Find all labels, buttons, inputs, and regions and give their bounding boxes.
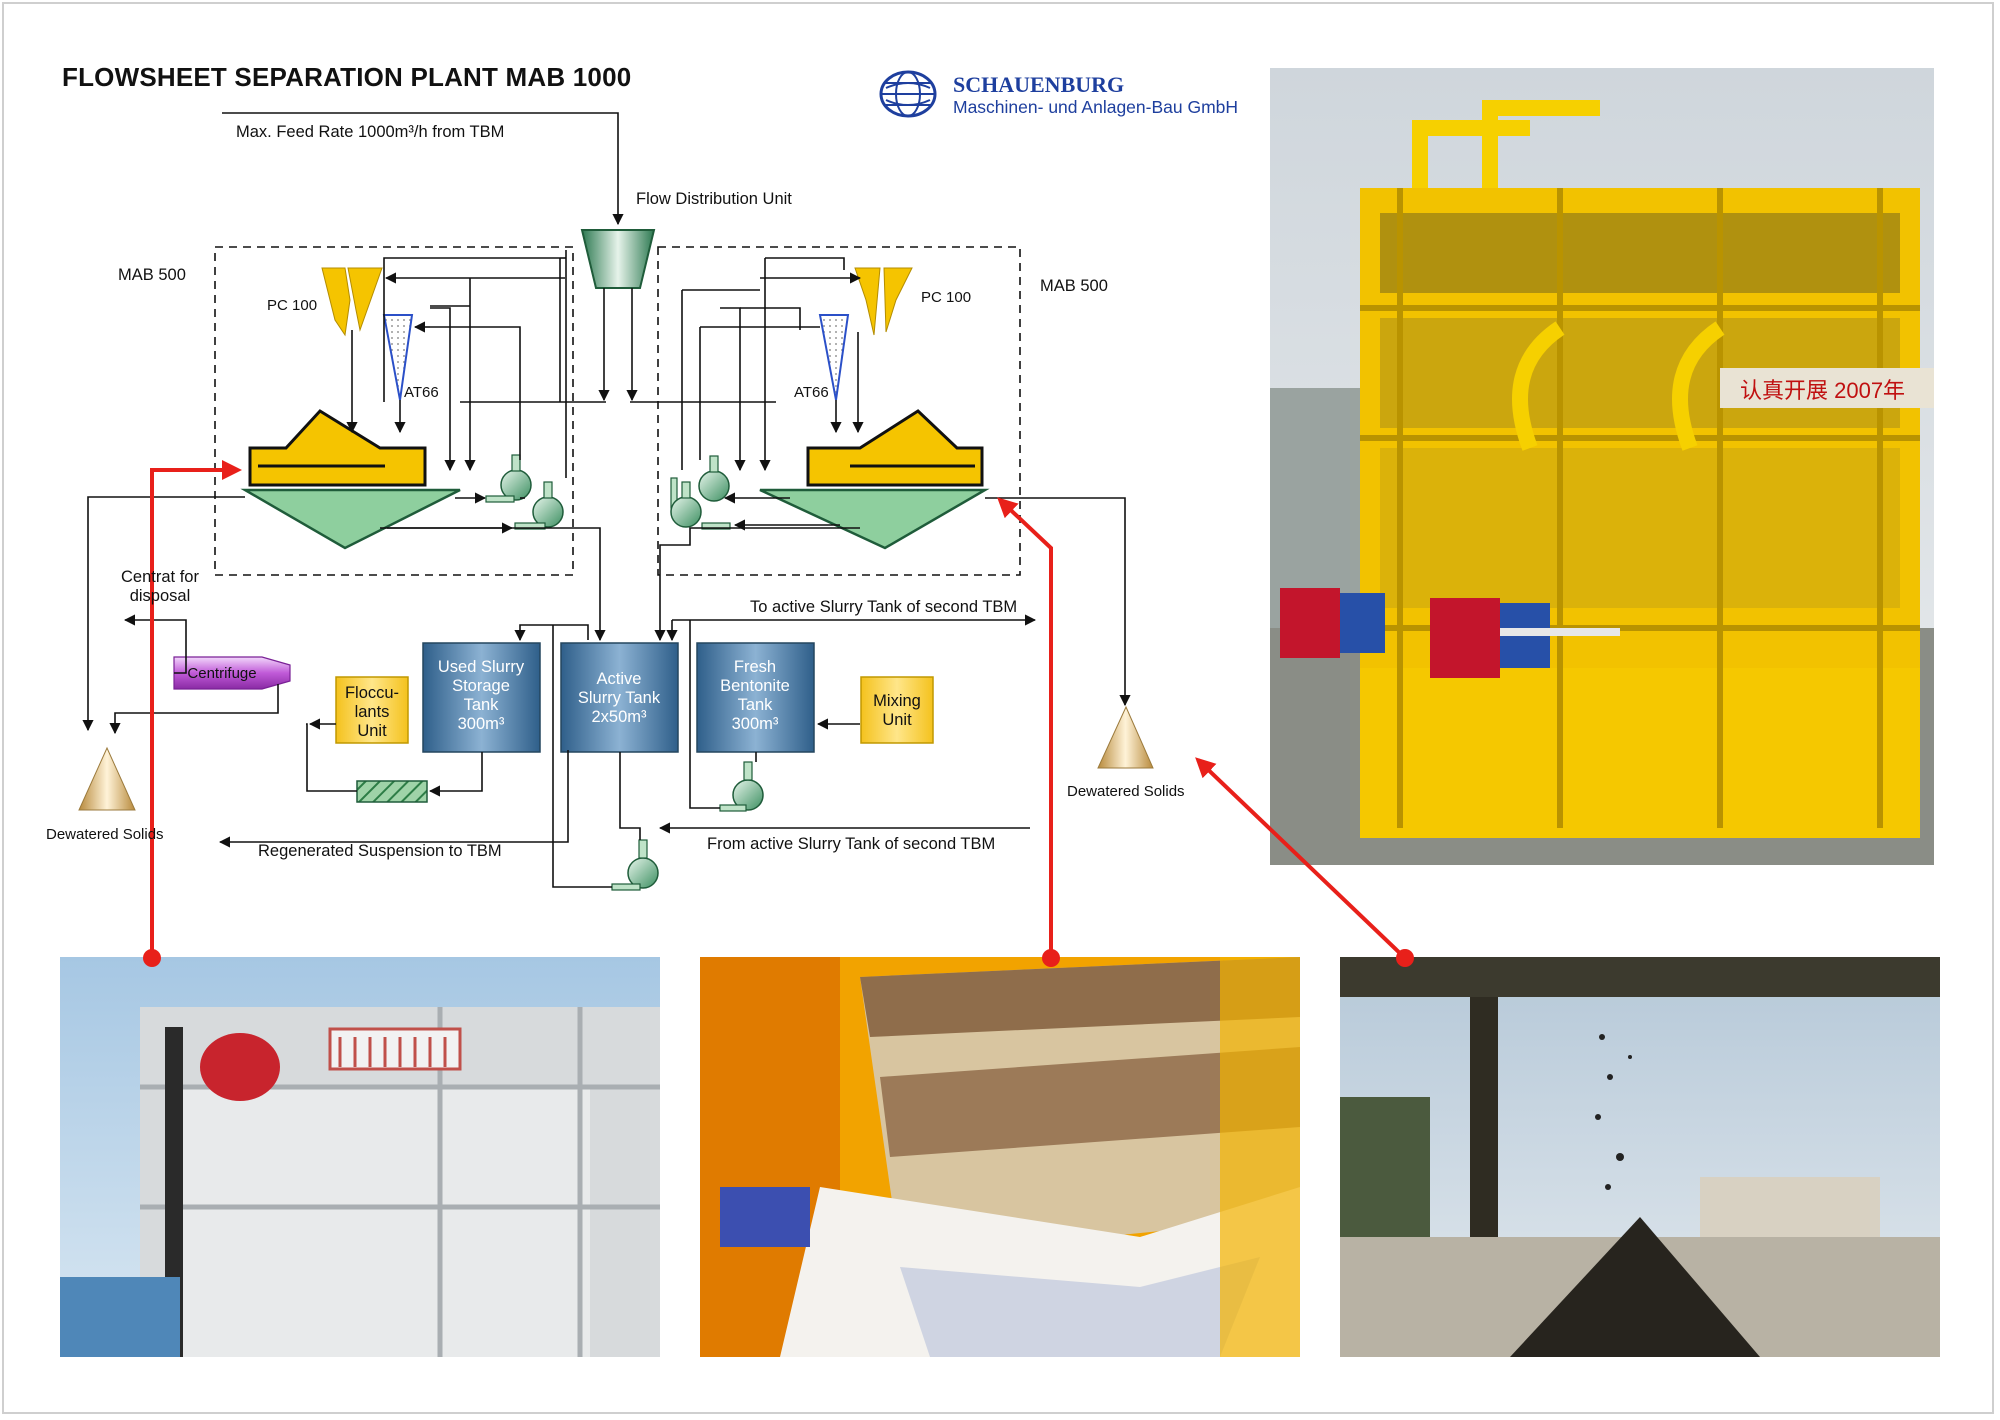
svg-text:认真开展 2007年: 认真开展 2007年 xyxy=(1740,378,1905,403)
pc-left-label: PC 100 xyxy=(267,297,317,314)
mab-left-label: MAB 500 xyxy=(118,266,186,284)
mab-left-boundary xyxy=(214,246,574,576)
fresh-tank-label-4: 300m³ xyxy=(732,715,779,733)
mixing-label-2: Unit xyxy=(882,711,912,729)
pump-fresh-bentonite xyxy=(719,761,764,812)
mab-right-boundary xyxy=(657,246,1021,576)
at66-right-cyclone xyxy=(818,314,850,401)
pump-left-a xyxy=(485,454,532,503)
pc100-left-cyclone-b xyxy=(347,267,383,332)
logo-subtitle: Maschinen- und Anlagen-Bau GmbH xyxy=(953,97,1239,117)
callout-dot-middle xyxy=(1042,949,1060,967)
used-tank-label-2: Storage xyxy=(452,677,510,695)
pump-regenerated xyxy=(611,839,659,891)
to-second-tbm-label: To active Slurry Tank of second TBM xyxy=(750,598,1017,616)
dewatering-screen-right xyxy=(806,409,984,487)
active-slurry-tank xyxy=(560,642,679,753)
flocculants-unit xyxy=(335,676,409,744)
pc100-right-cyclone-a xyxy=(854,267,881,336)
flocc-label-3: Unit xyxy=(357,722,387,740)
used-tank-label-3: Tank xyxy=(464,696,500,714)
callout-dot-right xyxy=(1396,949,1414,967)
screen-tank-left xyxy=(240,488,461,550)
screw-conveyor xyxy=(356,780,428,803)
mixing-label-1: Mixing xyxy=(873,692,921,710)
used-slurry-storage-tank xyxy=(422,642,541,753)
dewatered-solids-cone-left xyxy=(78,746,136,811)
globe-icon xyxy=(879,70,937,118)
active-tank-label-1: Active xyxy=(597,670,642,688)
solids-discharge-photo xyxy=(1340,957,1940,1357)
mab-right-label: MAB 500 xyxy=(1040,277,1108,295)
at-right-label: AT66 xyxy=(794,384,829,401)
dewatered-right-label: Dewatered Solids xyxy=(1067,783,1185,800)
at-left-label: AT66 xyxy=(404,384,439,401)
centrifuge xyxy=(173,656,291,690)
flow-distribution-label: Flow Distribution Unit xyxy=(636,190,792,208)
screen-tank-right xyxy=(759,488,990,550)
flow-distribution-unit xyxy=(580,229,656,289)
pump-right-a xyxy=(670,455,730,509)
feed-label: Max. Feed Rate 1000m³/h from TBM xyxy=(236,123,504,141)
dewatered-solids-cone-right xyxy=(1097,705,1154,769)
centrat-label-2: disposal xyxy=(130,587,191,605)
fresh-tank-label-2: Bentonite xyxy=(720,677,790,695)
fresh-tank-label-3: Tank xyxy=(738,696,774,714)
pc100-left-cyclone-a xyxy=(321,267,351,337)
plant-photo: 认真开展 2007年 xyxy=(1270,68,1934,865)
used-tank-label-4: 300m³ xyxy=(458,715,505,733)
centrat-label-1: Centrat for xyxy=(121,568,199,586)
pc-right-label: PC 100 xyxy=(921,289,971,306)
dewatering-screen-left xyxy=(248,409,427,487)
logo-name: SCHAUENBURG xyxy=(953,72,1125,97)
callout-dot-left xyxy=(143,949,161,967)
flocc-label-2: lants xyxy=(355,703,390,721)
mixing-unit xyxy=(860,676,934,744)
fresh-tank-label-1: Fresh xyxy=(734,658,776,676)
pc100-right-cyclone-b xyxy=(883,267,913,333)
flocc-label-1: Floccu- xyxy=(345,684,399,702)
from-second-tbm-label: From active Slurry Tank of second TBM xyxy=(707,835,995,853)
used-tank-label-1: Used Slurry xyxy=(438,658,525,676)
pump-right-b xyxy=(670,481,731,530)
at66-left-cyclone xyxy=(382,314,414,401)
page-title: FLOWSHEET SEPARATION PLANT MAB 1000 xyxy=(62,62,632,92)
active-tank-label-2: Slurry Tank xyxy=(578,689,661,707)
desander-photo xyxy=(60,957,660,1357)
regenerated-label: Regenerated Suspension to TBM xyxy=(258,842,502,860)
centrifuge-label: Centrifuge xyxy=(187,665,256,682)
screen-photo xyxy=(700,957,1300,1357)
active-tank-label-3: 2x50m³ xyxy=(591,708,647,726)
pump-left-b xyxy=(514,481,564,530)
dewatered-left-label: Dewatered Solids xyxy=(46,826,164,843)
